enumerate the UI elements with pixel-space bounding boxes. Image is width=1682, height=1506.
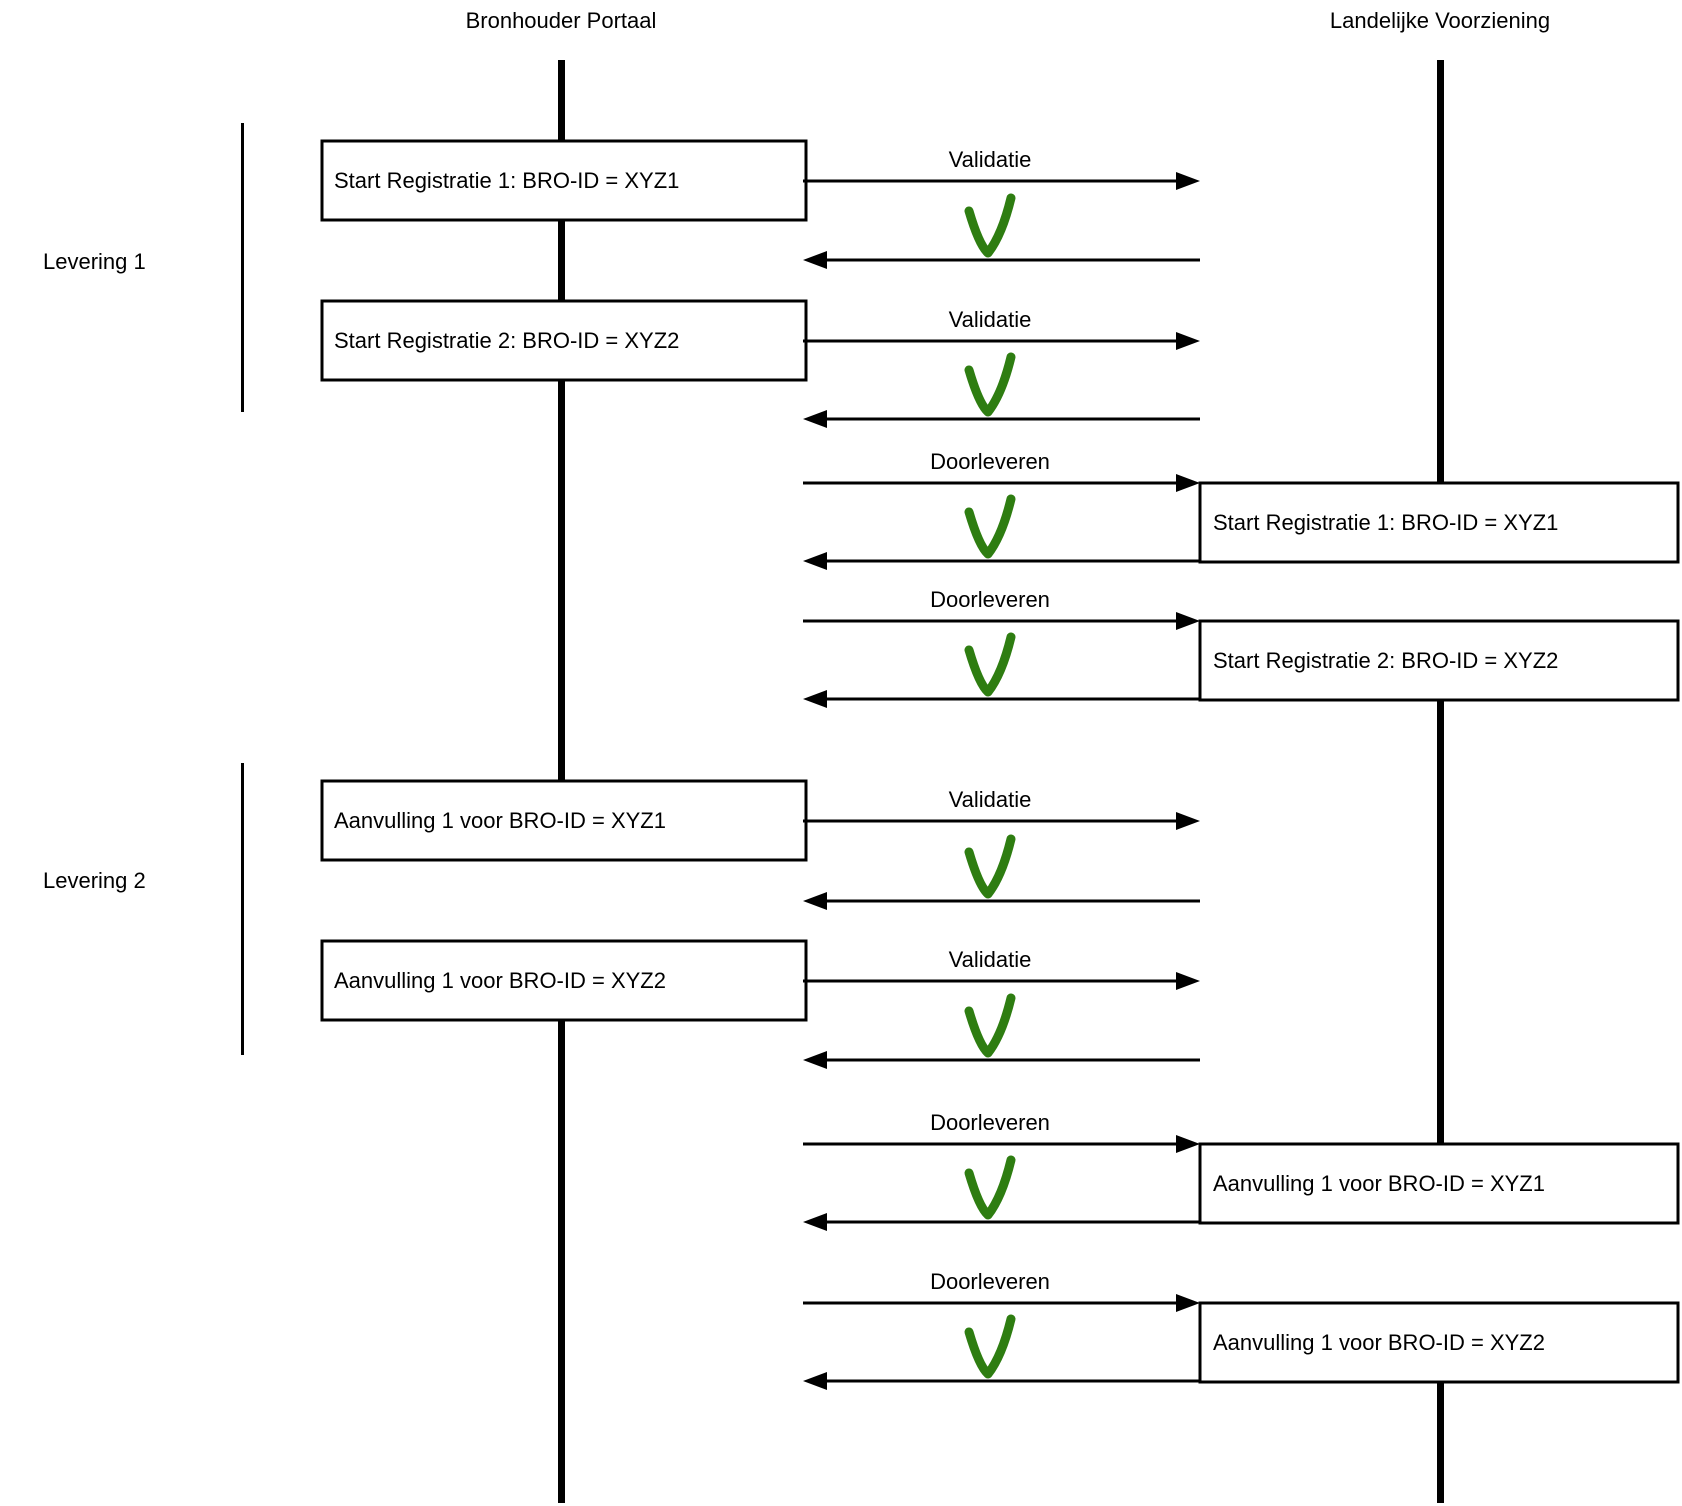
arrowhead (1176, 612, 1200, 630)
arrow-right (803, 332, 1200, 350)
checkmarks (964, 193, 1016, 1379)
checkmark-icon (964, 1314, 1016, 1379)
message-box-label: Aanvulling 1 voor BRO-ID = XYZ2 (1213, 1330, 1545, 1355)
message-box-label: Start Registratie 1: BRO-ID = XYZ1 (334, 168, 680, 193)
arrow-label-validatie: Validatie (948, 787, 1032, 812)
arrow-label-doorleveren: Doorleveren (930, 449, 1050, 474)
arrow-right (803, 1135, 1200, 1153)
message-box-label: Aanvulling 1 voor BRO-ID = XYZ2 (334, 968, 666, 993)
group-label-levering-2: Levering 2 (43, 868, 146, 893)
message-box (1198, 619, 1680, 702)
arrow-label-doorleveren: Doorleveren (930, 1269, 1050, 1294)
arrowhead (1176, 972, 1200, 990)
arrow-left (803, 251, 1200, 269)
arrow-right (803, 812, 1200, 830)
checkmark-icon (964, 1155, 1016, 1220)
arrow-left (803, 1213, 1200, 1231)
arrowhead (803, 251, 827, 269)
arrow-label-doorleveren: Doorleveren (930, 1110, 1050, 1135)
message-box (320, 779, 808, 862)
arrow-label-validatie: Validatie (948, 147, 1032, 172)
arrow-left (803, 690, 1200, 708)
group-label-levering-1: Levering 1 (43, 249, 146, 274)
arrow-left (803, 1372, 1200, 1390)
arrowhead (803, 690, 827, 708)
arrow-right (803, 474, 1200, 492)
checkmark-icon (964, 993, 1016, 1058)
checkmark-icon (964, 494, 1016, 559)
lifeline-title-landelijke-voorziening: Landelijke Voorziening (1329, 8, 1551, 33)
arrow-left (803, 892, 1200, 910)
arrow-right (803, 972, 1200, 990)
arrow-left (803, 1051, 1200, 1069)
arrow-label-doorleveren: Doorleveren (930, 587, 1050, 612)
arrow-right (803, 612, 1200, 630)
arrow-right (803, 172, 1200, 190)
arrowhead (1176, 332, 1200, 350)
right-message-boxes (1198, 481, 1680, 1384)
arrowhead (1176, 812, 1200, 830)
arrowhead (1176, 474, 1200, 492)
message-box-label: Aanvulling 1 voor BRO-ID = XYZ1 (334, 808, 666, 833)
lifeline-title-bronhouder-portaal: Bronhouder Portaal (465, 8, 657, 33)
arrow-label-validatie: Validatie (948, 307, 1032, 332)
arrowhead (803, 1051, 827, 1069)
message-box (320, 939, 808, 1022)
arrowhead (803, 410, 827, 428)
arrowhead (1176, 1294, 1200, 1312)
message-box (1198, 1142, 1680, 1225)
arrowhead (1176, 1135, 1200, 1153)
arrowhead (803, 1372, 827, 1390)
arrowhead (803, 1213, 827, 1231)
message-box-label: Start Registratie 1: BRO-ID = XYZ1 (1213, 510, 1559, 535)
message-box (320, 299, 808, 382)
arrowhead (803, 552, 827, 570)
arrowhead (1176, 172, 1200, 190)
response-arrows (803, 251, 1200, 1390)
arrow-right (803, 1294, 1200, 1312)
checkmark-icon (964, 834, 1016, 899)
message-box-label: Aanvulling 1 voor BRO-ID = XYZ1 (1213, 1171, 1545, 1196)
message-box (1198, 481, 1680, 564)
request-arrows (803, 172, 1200, 1312)
checkmark-icon (964, 352, 1016, 417)
arrow-label-validatie: Validatie (948, 947, 1032, 972)
message-box-label: Start Registratie 2: BRO-ID = XYZ2 (1213, 648, 1559, 673)
message-box (1198, 1301, 1680, 1384)
arrowhead (803, 892, 827, 910)
arrow-left (803, 552, 1200, 570)
checkmark-icon (964, 632, 1016, 697)
message-box-label: Start Registratie 2: BRO-ID = XYZ2 (334, 328, 680, 353)
checkmark-icon (964, 193, 1016, 258)
arrow-left (803, 410, 1200, 428)
